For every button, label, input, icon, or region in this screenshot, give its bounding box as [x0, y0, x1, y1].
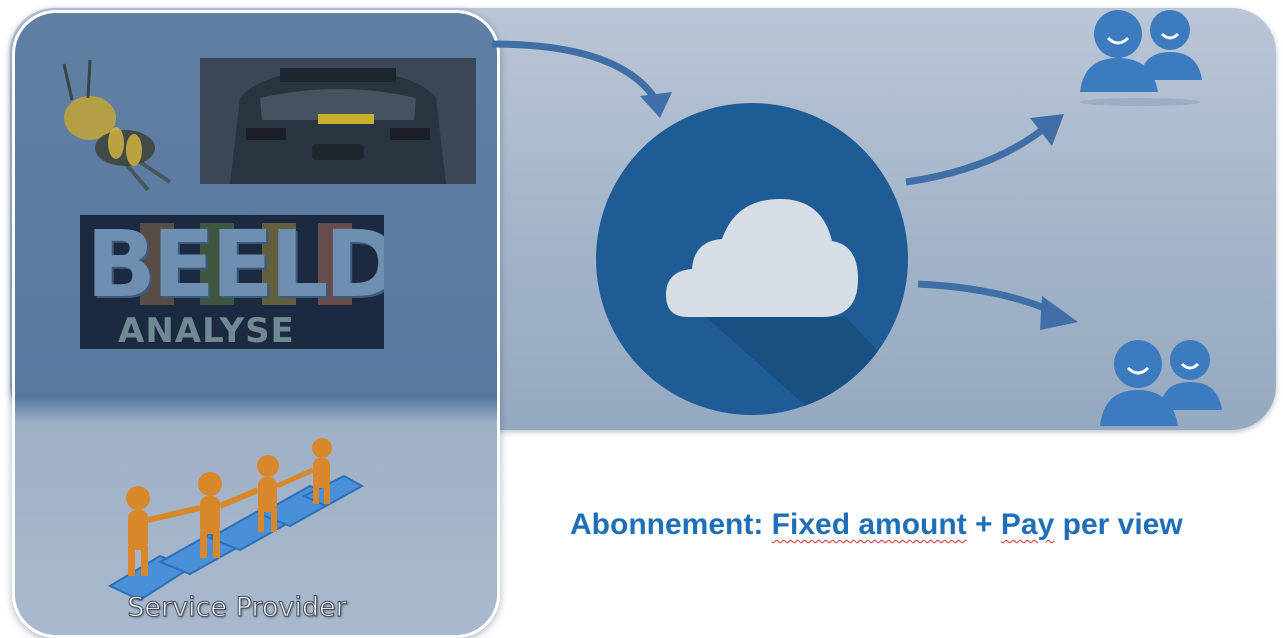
arrow-head [1030, 114, 1064, 146]
arrow-cloud-to-users-bottom [917, 280, 1056, 316]
pricing-per-view: per view [1062, 508, 1183, 541]
team-puzzle-icon [107, 438, 365, 602]
arrow-head [1040, 296, 1078, 330]
analyse-word: ANALYSE [118, 311, 295, 349]
pricing-fixed: Fixed amount [771, 508, 967, 541]
cloud-icon [666, 199, 858, 317]
pricing-pay: Pay [1000, 508, 1055, 541]
painting-thumb [318, 223, 352, 305]
pricing-prefix: Abonnement: [570, 508, 764, 541]
users-icon-bottom [1100, 340, 1222, 426]
arrow-head [640, 92, 672, 118]
beeld-word: BEELD [86, 215, 384, 318]
painting-thumb [262, 223, 296, 305]
pricing-text: Abonnement: Fixed amount + Pay per view [570, 508, 1210, 542]
beeld-analyse-logo: BEELD ANALYSE [80, 215, 384, 349]
painting-thumb [200, 223, 234, 305]
arrow-provider-to-cloud [491, 40, 659, 102]
pricing-plus: + [975, 508, 993, 541]
painting-thumb [140, 223, 174, 305]
users-icon-top [1080, 10, 1202, 106]
service-provider-label: Service Provider [127, 592, 348, 624]
car-photo [200, 58, 476, 184]
bee-icon [62, 59, 172, 192]
cloud-circle [596, 103, 908, 415]
arrow-cloud-to-users-top [905, 127, 1045, 186]
